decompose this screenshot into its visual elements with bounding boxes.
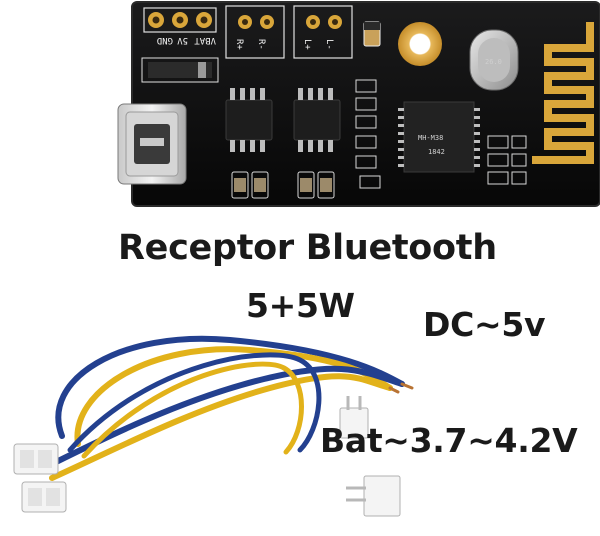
diode [141, 57, 219, 83]
chip-code: 1842 [428, 148, 445, 156]
bluetooth-chip: MH-M38 1842 [398, 101, 480, 173]
mounting-hole [398, 22, 442, 66]
label-r-plus: R+ [234, 39, 244, 50]
pad-label-5v: 5V [177, 35, 188, 45]
label-l-minus: L- [324, 39, 334, 50]
chip-pins [230, 88, 333, 152]
jst-plug-upper [13, 443, 59, 475]
right-channel-pads: R+ R- [225, 5, 285, 59]
label-l-plus: L+ [302, 39, 312, 50]
header-connector-bottom [346, 475, 401, 517]
header-connector-top [339, 396, 369, 439]
micro-usb-port [117, 103, 187, 185]
left-channel-pads: L+ L- [293, 5, 353, 59]
product-title: Receptor Bluetooth [118, 228, 497, 268]
crystal-oscillator: 26.0 [469, 29, 519, 91]
battery-voltage: Bat~3.7~4.2V [320, 421, 578, 460]
crystal-label: 26.0 [485, 58, 502, 66]
supply-voltage: DC~5v [423, 305, 546, 344]
chip-model: MH-M38 [418, 134, 443, 142]
amplifier-chips [225, 99, 341, 141]
power-pads: GND 5V VBAT [143, 7, 217, 45]
right-side-parts [487, 135, 527, 185]
passive-components [231, 21, 381, 199]
connector-wires [37, 335, 414, 481]
pcb-antenna [532, 22, 594, 164]
power-spec: 5+5W [246, 286, 355, 325]
bluetooth-board: GND 5V VBAT R+ R- L+ L- [117, 1, 600, 207]
pad-label-vbat: VBAT [194, 35, 216, 45]
jst-plug-lower [21, 481, 67, 513]
label-r-minus: R- [256, 39, 266, 50]
pad-label-gnd: GND [157, 35, 173, 45]
